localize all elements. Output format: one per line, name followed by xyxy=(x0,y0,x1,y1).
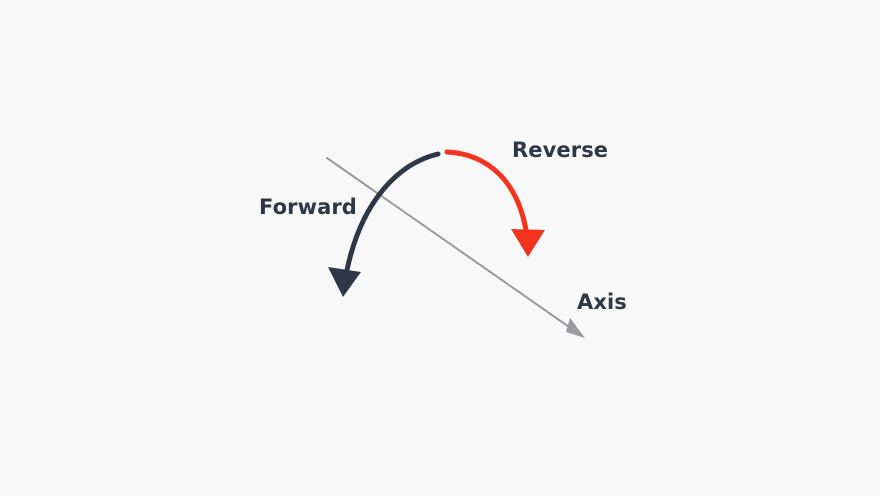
reverse-arrowhead-icon xyxy=(511,229,545,257)
reverse-label: Reverse xyxy=(512,138,609,162)
reverse-arc-path xyxy=(444,149,529,233)
forward-arrowhead-icon xyxy=(328,267,361,297)
axis-arrowhead-icon xyxy=(566,318,585,338)
forward-label: Forward xyxy=(259,195,357,219)
forward-arrow-group xyxy=(328,151,441,297)
axis-label: Axis xyxy=(577,290,627,314)
axis-line xyxy=(326,157,573,330)
axis-arrow-group xyxy=(326,157,585,338)
forward-arc-path xyxy=(344,151,441,273)
reverse-arrow-group xyxy=(444,149,545,257)
